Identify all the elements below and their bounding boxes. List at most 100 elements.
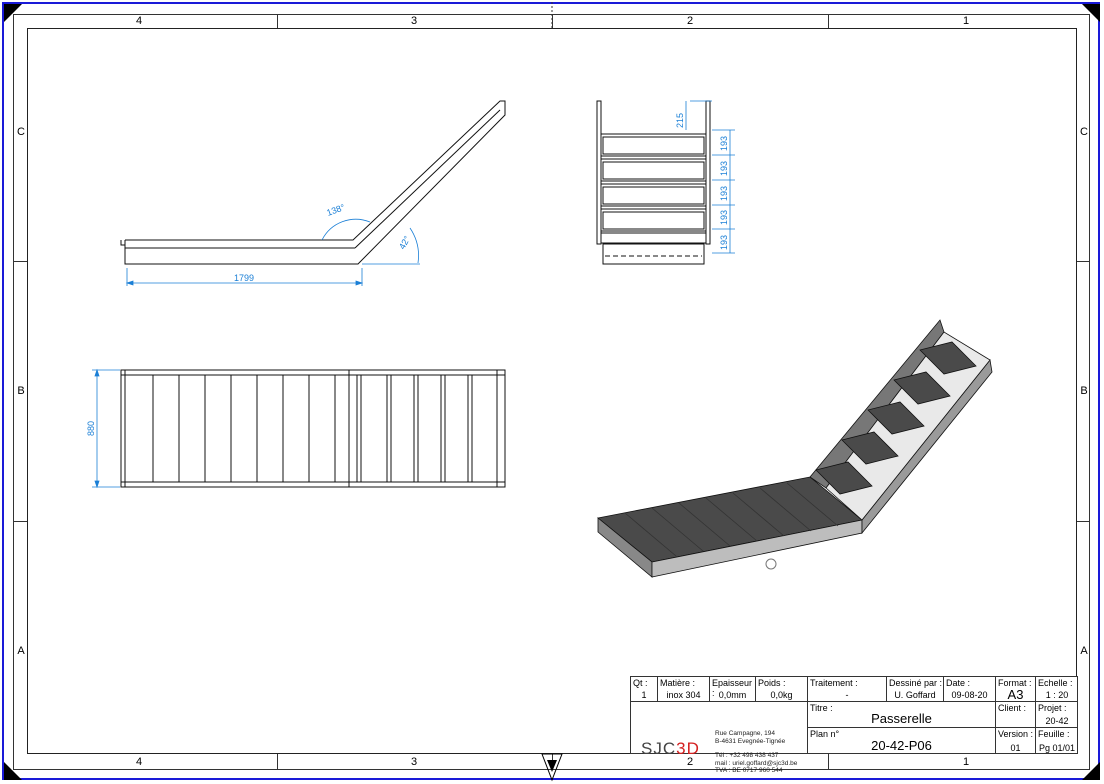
cell-client: Client : xyxy=(996,702,1036,728)
zone-col-1-top: 1 xyxy=(962,15,970,27)
cursor-indicator xyxy=(765,558,777,570)
cell-sheet: Feuille : Pg 01/01 xyxy=(1036,728,1078,754)
zone-row-a-right: A xyxy=(1080,645,1088,657)
zone-row-c-right: C xyxy=(1080,126,1088,138)
title-block: Qt : 1 Matière : inox 304 Epaisseur : 0,… xyxy=(630,676,1078,774)
address-line-2: B-4631 Evegnée-Tignée xyxy=(715,737,786,745)
logo-3d: 3D xyxy=(676,739,700,758)
zone-tick xyxy=(277,14,278,28)
zone-tick xyxy=(1077,521,1090,522)
company-block: SJC3D Rue Campagne, 194 B-4631 Evegnée-T… xyxy=(631,702,808,774)
cell-treatment: Traitement : - xyxy=(808,677,887,702)
cell-version: Version : 01 xyxy=(996,728,1036,754)
cell-project: Projet : 20-42 xyxy=(1036,702,1078,728)
thickness-value: 0,0mm xyxy=(718,690,747,700)
plan-label: Plan n° xyxy=(810,729,840,739)
date-label: Date : xyxy=(946,678,971,688)
format-label: Format : xyxy=(998,678,1032,688)
cell-plan: Plan n° 20-42-P06 xyxy=(808,728,996,754)
zone-col-3-bottom: 3 xyxy=(410,756,418,768)
dim-top-offset: 215 xyxy=(675,113,685,128)
plan-value: 20-42-P06 xyxy=(871,738,932,753)
dim-width: 880 xyxy=(86,421,96,436)
isometric-view xyxy=(597,319,993,578)
qty-label: Qt : xyxy=(633,678,648,688)
cell-date: Date : 09-08-20 xyxy=(944,677,996,702)
sheet-label: Feuille : xyxy=(1038,729,1070,739)
zone-tick xyxy=(13,261,27,262)
center-mark-bottom-icon xyxy=(541,753,563,782)
treatment-value: - xyxy=(845,690,849,700)
treatment-label: Traitement : xyxy=(810,678,858,688)
cell-weight: Poids : 0,0kg xyxy=(756,677,808,702)
center-mark-bottom-fill xyxy=(547,760,557,772)
company-phone: Tél : +32 498 438 437 xyxy=(715,752,779,759)
zone-col-1-bottom: 1 xyxy=(962,756,970,768)
corner-marks-icon xyxy=(4,4,1100,780)
zone-row-b-right: B xyxy=(1080,385,1088,397)
zone-col-4-bottom: 4 xyxy=(135,756,143,768)
zone-col-2-bottom: 2 xyxy=(686,756,694,768)
cell-qty: Qt : 1 xyxy=(631,677,658,702)
project-label: Projet : xyxy=(1038,703,1067,713)
dim-step-2: 193 xyxy=(719,161,729,176)
company-logo: SJC3D xyxy=(641,740,700,757)
cell-drawn-by: Dessiné par : U. Goffard xyxy=(887,677,944,702)
cell-title: Titre : Passerelle xyxy=(808,702,996,728)
dim-step-1: 193 xyxy=(719,136,729,151)
weight-value: 0,0kg xyxy=(770,690,793,700)
zone-row-a-left: A xyxy=(17,645,25,657)
zone-row-b-left: B xyxy=(17,385,25,397)
cell-material: Matière : inox 304 xyxy=(658,677,710,702)
zone-tick xyxy=(828,14,829,28)
front-view xyxy=(596,100,711,265)
material-label: Matière : xyxy=(660,678,696,688)
cell-scale: Echelle : 1 : 20 xyxy=(1036,677,1078,702)
date-value: 09-08-20 xyxy=(951,690,988,700)
zone-col-4-top: 4 xyxy=(135,15,143,27)
dim-length-flat: 1799 xyxy=(234,273,254,283)
top-view-dimensions xyxy=(92,368,120,489)
logo-brand: SJC xyxy=(641,739,677,758)
zone-col-3-top: 3 xyxy=(410,15,418,27)
title-value: Passerelle xyxy=(871,711,932,726)
zone-col-2-top: 2 xyxy=(686,15,694,27)
dim-step-3: 193 xyxy=(719,186,729,201)
version-value: 01 xyxy=(1010,743,1021,753)
format-value: A3 xyxy=(1007,687,1024,702)
zone-tick xyxy=(828,754,829,770)
company-vat: TVA : BE 0717 960 544 xyxy=(715,767,783,774)
address-line-1: Rue Campagne, 194 xyxy=(715,730,775,737)
dim-angle-base: 42° xyxy=(397,234,412,251)
qty-value: 1 xyxy=(641,690,647,700)
side-view-dimensions xyxy=(125,218,420,286)
company-address: Rue Campagne, 194 B-4631 Evegnée-Tignée … xyxy=(715,730,797,775)
dim-angle-bend: 138° xyxy=(325,202,346,218)
scale-label: Echelle : xyxy=(1038,678,1073,688)
scale-value: 1 : 20 xyxy=(1045,690,1069,700)
dim-step-4: 193 xyxy=(719,210,729,225)
drawn-by-label: Dessiné par : xyxy=(889,678,943,688)
dim-step-5: 193 xyxy=(719,235,729,250)
drawn-by-value: U. Goffard xyxy=(894,690,936,700)
sheet-value: Pg 01/01 xyxy=(1038,743,1076,753)
front-view-dimensions xyxy=(685,100,735,254)
top-view xyxy=(120,369,506,488)
client-label: Client : xyxy=(998,703,1027,713)
company-mail: mail : uriel.goffard@sjc3d.be xyxy=(715,759,798,767)
zone-tick xyxy=(277,754,278,770)
title-label: Titre : xyxy=(810,703,833,713)
weight-label: Poids : xyxy=(758,678,786,688)
zone-tick xyxy=(552,14,553,28)
project-value: 20-42 xyxy=(1045,716,1069,726)
version-label: Version : xyxy=(998,729,1034,739)
zone-tick xyxy=(1077,261,1090,262)
zone-tick xyxy=(13,521,27,522)
thickness-label: Epaisseur : xyxy=(712,678,753,698)
cell-format: Format : A3 xyxy=(996,677,1036,702)
side-view xyxy=(120,100,506,265)
zone-row-c-left: C xyxy=(17,126,25,138)
material-value: inox 304 xyxy=(666,690,701,700)
